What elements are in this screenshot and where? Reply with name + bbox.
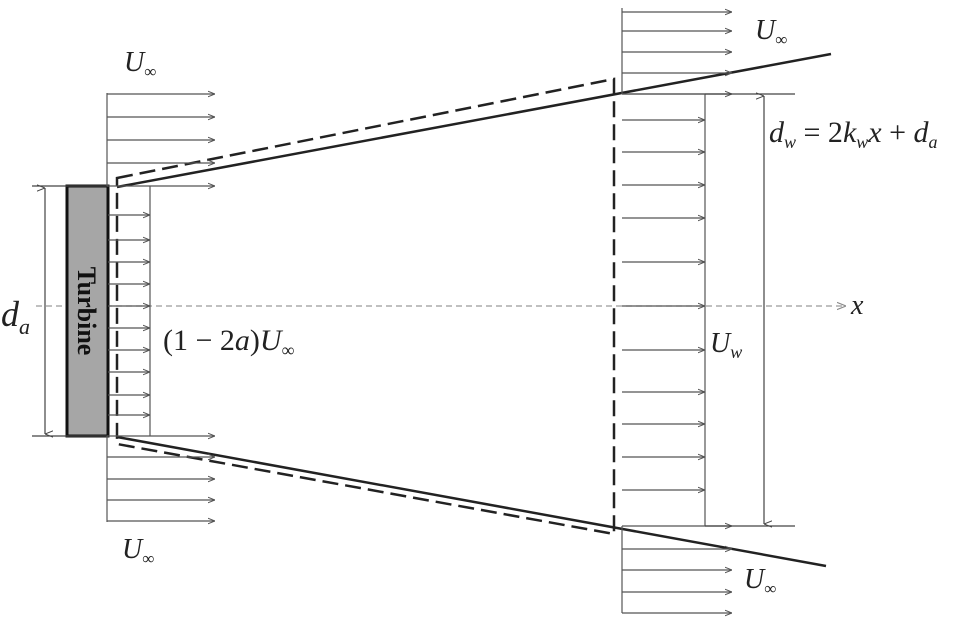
u-inf-label-downstream-top: U∞ [755, 15, 787, 49]
freestream-profile-top-downstream [621, 8, 732, 94]
x-axis-label: x [850, 290, 864, 321]
induced-velocity-label: (1 − 2a)U∞ [163, 324, 295, 360]
wake-velocity-profile [622, 93, 706, 526]
u-inf-label-upstream-bottom: U∞ [122, 534, 154, 568]
turbine-label: Turbine [72, 267, 101, 356]
u-inf-label-upstream-top: U∞ [124, 47, 156, 81]
wake-boundary-bottom [116, 435, 827, 568]
freestream-profile-bottom-downstream [621, 526, 732, 613]
freestream-profile-bottom-upstream [106, 436, 215, 522]
freestream-profile-top-upstream [106, 93, 215, 186]
control-volume-dashed [115, 77, 616, 536]
induced-velocity-profile [108, 186, 151, 436]
u-w-label: Uw [710, 328, 742, 362]
d-a-label: da [1, 294, 30, 339]
d-w-equation: dw = 2kwx + da [769, 116, 938, 152]
wake-boundary-top [116, 52, 832, 189]
u-inf-label-downstream-bottom: U∞ [744, 564, 776, 598]
